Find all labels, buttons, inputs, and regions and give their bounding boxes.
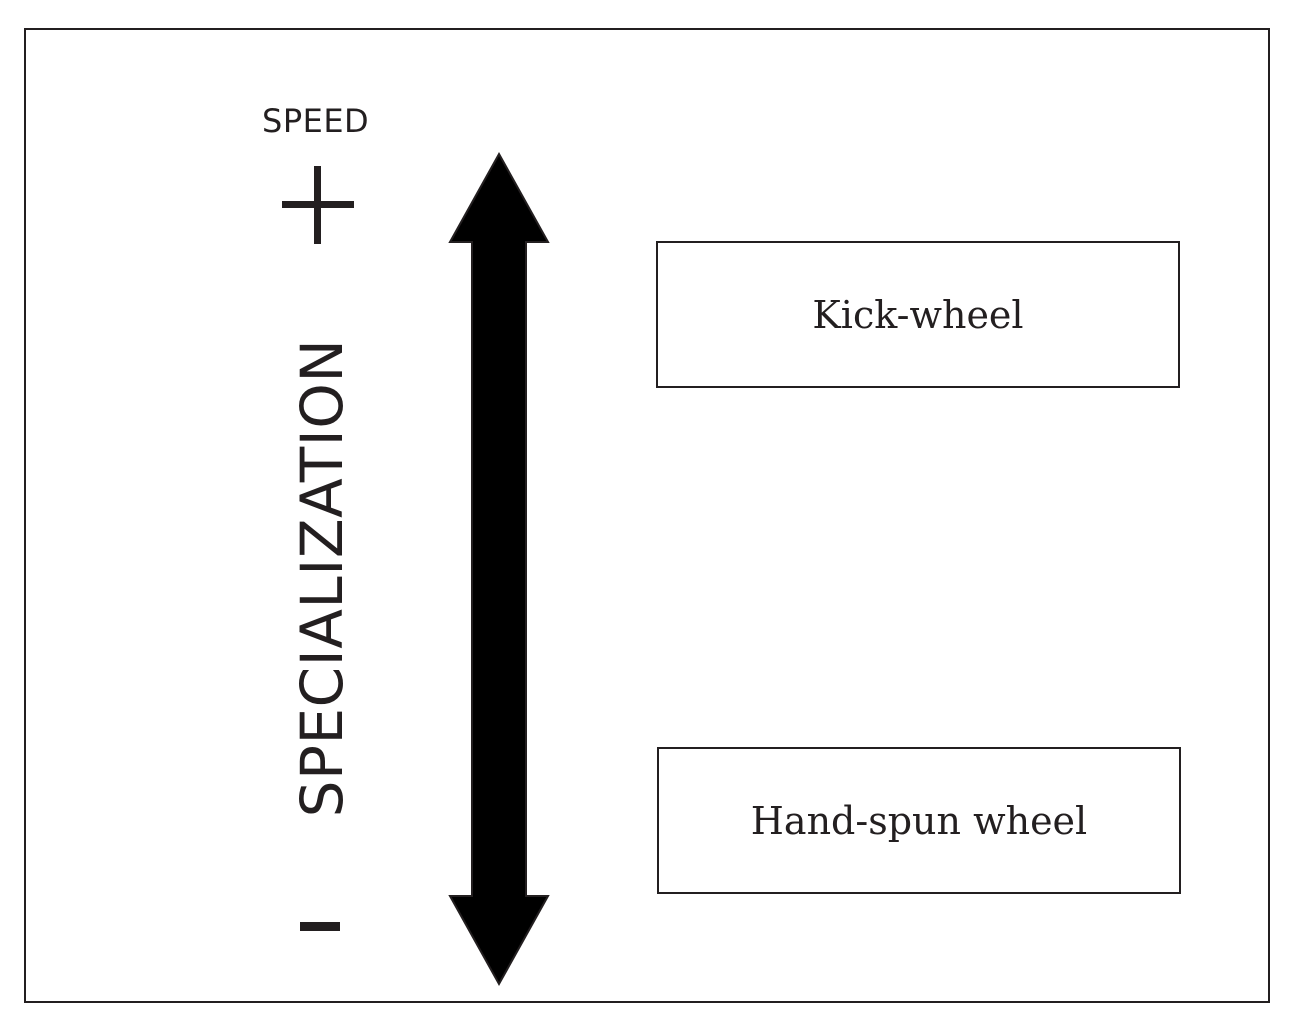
level-box-hand-spun-wheel: Hand-spun wheel <box>657 747 1181 894</box>
specialization-label: SPECIALIZATION <box>288 338 356 818</box>
speed-label: SPEED <box>262 102 370 140</box>
plus-sign-icon <box>282 166 354 244</box>
level-box-kick-wheel: Kick-wheel <box>656 241 1180 388</box>
double-headed-arrow-icon <box>448 151 550 987</box>
level-label-hand-spun-wheel: Hand-spun wheel <box>750 798 1088 843</box>
minus-sign-icon <box>300 922 340 931</box>
level-label-kick-wheel: Kick-wheel <box>812 292 1024 337</box>
